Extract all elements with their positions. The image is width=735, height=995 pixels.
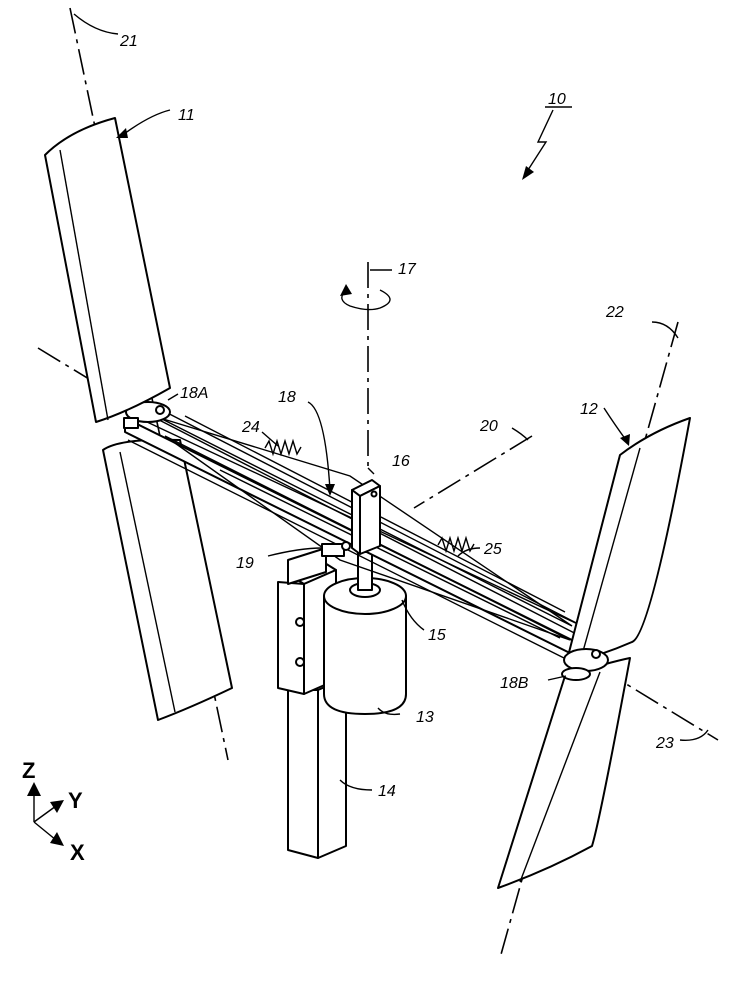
pivot-pin-icon bbox=[341, 541, 351, 551]
hub-bolt-icon bbox=[370, 490, 378, 498]
assembly-arrow-icon bbox=[522, 106, 572, 180]
label-15: 15 bbox=[428, 627, 446, 644]
blade-lower-right bbox=[497, 657, 631, 889]
bracket-bolt-icon bbox=[295, 617, 305, 627]
label-23: 23 bbox=[655, 735, 674, 752]
reference-labels: 21 11 10 17 22 12 18A 18 20 24 16 19 25 … bbox=[119, 33, 674, 800]
label-17: 17 bbox=[398, 261, 417, 278]
label-10: 10 bbox=[548, 91, 566, 108]
rotation-arrow-icon bbox=[340, 284, 391, 311]
arm-end-18a bbox=[123, 401, 171, 429]
hub-block bbox=[351, 479, 381, 555]
label-13: 13 bbox=[416, 709, 434, 726]
arm-end-a-pin-icon bbox=[155, 405, 165, 415]
arm-end-18b bbox=[561, 648, 609, 681]
pivot-fitting bbox=[321, 541, 351, 557]
bracket-bolt-icon bbox=[295, 657, 305, 667]
label-21: 21 bbox=[119, 33, 138, 50]
axis-y-label: Y bbox=[68, 788, 83, 813]
label-12: 12 bbox=[580, 401, 598, 418]
spring-left bbox=[264, 438, 302, 457]
axis-z-label: Z bbox=[22, 758, 35, 783]
coordinate-triad: Z Y X bbox=[22, 758, 85, 865]
support-post bbox=[287, 677, 347, 859]
label-11: 11 bbox=[178, 107, 195, 124]
label-18: 18 bbox=[278, 389, 296, 406]
label-16: 16 bbox=[392, 453, 410, 470]
blade-upper-left bbox=[44, 117, 171, 423]
label-22: 22 bbox=[605, 304, 624, 321]
arm-end-b-pin-icon bbox=[591, 649, 601, 659]
axis-x-label: X bbox=[70, 840, 85, 865]
label-18a: 18A bbox=[180, 385, 208, 402]
label-20: 20 bbox=[479, 418, 498, 435]
label-18b: 18B bbox=[500, 675, 529, 692]
blade-lower-left bbox=[102, 438, 233, 721]
label-24: 24 bbox=[241, 419, 260, 436]
leader-lines bbox=[73, 13, 709, 791]
label-19: 19 bbox=[236, 555, 254, 572]
label-14: 14 bbox=[378, 783, 396, 800]
label-25: 25 bbox=[483, 541, 502, 558]
generator bbox=[323, 577, 407, 715]
spring-right bbox=[437, 535, 475, 554]
blade-right bbox=[565, 417, 691, 665]
arm-axis-20-line bbox=[413, 435, 533, 509]
